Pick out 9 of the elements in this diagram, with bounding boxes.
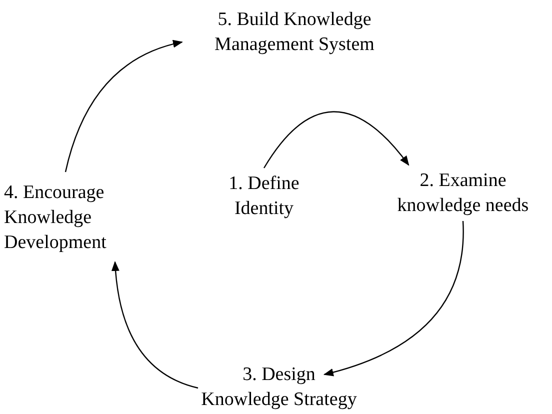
curved-arrow	[323, 221, 464, 376]
curved-arrow	[112, 261, 198, 389]
curved-arrow	[64, 40, 183, 172]
step-label: 3. Design Knowledge Strategy	[200, 363, 358, 412]
curved-arrow	[264, 111, 410, 168]
step-label: 4. Encourage Knowledge Development	[4, 180, 108, 254]
step-label: 5. Build Knowledge Management System	[214, 8, 376, 57]
step-label: 1. Define Identity	[228, 172, 300, 221]
step-label: 2. Examine knowledge needs	[396, 169, 530, 218]
